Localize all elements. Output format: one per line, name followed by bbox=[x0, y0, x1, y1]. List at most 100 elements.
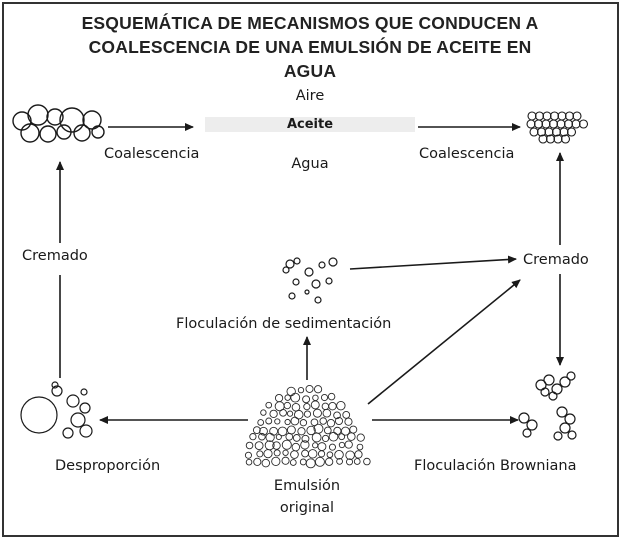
droplet bbox=[249, 433, 257, 441]
droplet bbox=[549, 111, 560, 121]
droplet bbox=[300, 440, 310, 450]
droplet bbox=[254, 441, 264, 451]
droplet bbox=[542, 111, 552, 121]
droplet bbox=[327, 392, 336, 401]
droplet bbox=[559, 376, 571, 388]
droplet bbox=[79, 424, 93, 438]
droplet bbox=[566, 371, 576, 381]
droplet bbox=[271, 456, 281, 466]
droplet bbox=[277, 426, 288, 437]
brownian-floc-droplets bbox=[518, 371, 577, 441]
droplet bbox=[286, 425, 296, 435]
oil-layer-band bbox=[205, 117, 415, 132]
droplet bbox=[563, 119, 574, 129]
droplet bbox=[324, 457, 334, 466]
droplet bbox=[70, 412, 86, 428]
droplet bbox=[303, 403, 311, 411]
droplet bbox=[527, 111, 537, 121]
coalesced-droplets-right bbox=[526, 111, 589, 144]
droplet bbox=[320, 393, 329, 402]
air-layer-label: Aire bbox=[295, 88, 325, 104]
disproportionation-label: Desproporción bbox=[55, 458, 161, 474]
droplet bbox=[265, 432, 275, 443]
droplet bbox=[354, 450, 363, 459]
sedimentation-droplets bbox=[282, 257, 338, 304]
droplet bbox=[73, 124, 91, 142]
droplet bbox=[80, 388, 88, 396]
droplet bbox=[282, 449, 289, 456]
droplet bbox=[269, 409, 278, 419]
droplet bbox=[312, 394, 319, 402]
original-emulsion-label-line-1: Emulsión bbox=[273, 478, 341, 494]
droplet bbox=[313, 385, 323, 394]
sedimentation-flocculation-label: Floculación de sedimentación bbox=[176, 316, 392, 332]
droplet bbox=[56, 124, 72, 140]
droplet bbox=[283, 401, 292, 410]
droplet bbox=[244, 451, 252, 459]
droplet bbox=[543, 374, 555, 386]
droplet bbox=[291, 442, 301, 452]
droplet bbox=[51, 381, 59, 389]
droplet bbox=[299, 458, 307, 466]
droplet bbox=[290, 392, 301, 403]
droplet bbox=[311, 279, 321, 289]
droplet bbox=[356, 433, 365, 442]
droplet bbox=[274, 401, 285, 412]
droplet bbox=[299, 419, 308, 427]
droplet bbox=[540, 387, 550, 397]
arrow-emulsion-to-creaming bbox=[367, 279, 521, 405]
diagram-title-line-3: AGUA bbox=[283, 61, 337, 81]
droplet bbox=[39, 125, 57, 143]
droplet bbox=[245, 458, 253, 466]
creaming-left-label: Cremado bbox=[22, 248, 88, 264]
diagram-title-line-1: ESQUEMÁTICA DE MECANISMOS QUE CONDUCEN A bbox=[81, 13, 539, 33]
droplet bbox=[310, 400, 320, 410]
droplet bbox=[312, 408, 322, 418]
droplet bbox=[338, 441, 346, 449]
droplet bbox=[333, 426, 342, 435]
droplet bbox=[328, 431, 339, 442]
droplet bbox=[265, 401, 273, 409]
droplet bbox=[82, 110, 102, 130]
droplet bbox=[297, 427, 306, 436]
droplet bbox=[340, 426, 350, 436]
droplet bbox=[342, 411, 351, 419]
droplet bbox=[567, 430, 577, 440]
droplet bbox=[548, 391, 558, 401]
droplet bbox=[317, 450, 326, 458]
droplet bbox=[302, 395, 311, 404]
droplet bbox=[281, 456, 290, 465]
droplet bbox=[259, 426, 268, 436]
droplet bbox=[263, 449, 273, 459]
disproportion-droplets bbox=[20, 381, 93, 439]
droplet bbox=[307, 449, 318, 459]
droplet bbox=[344, 417, 353, 426]
droplet bbox=[346, 458, 354, 466]
droplet bbox=[291, 402, 301, 412]
coalescence-left-label: Coalescencia bbox=[104, 146, 200, 162]
droplet bbox=[559, 422, 571, 434]
droplet bbox=[356, 443, 364, 451]
droplet bbox=[274, 418, 281, 425]
droplet bbox=[526, 419, 538, 431]
droplet bbox=[317, 442, 327, 452]
droplet bbox=[363, 457, 371, 466]
droplet bbox=[253, 457, 262, 466]
droplet bbox=[292, 434, 301, 442]
droplet bbox=[51, 385, 63, 397]
droplet bbox=[321, 402, 330, 411]
droplet bbox=[564, 413, 576, 425]
droplet bbox=[328, 401, 337, 411]
droplet bbox=[526, 119, 536, 129]
droplet bbox=[560, 134, 571, 144]
droplet bbox=[66, 394, 80, 408]
droplet bbox=[323, 426, 332, 435]
droplet bbox=[288, 292, 296, 300]
droplet bbox=[336, 457, 343, 465]
droplet bbox=[301, 449, 309, 458]
droplet bbox=[333, 411, 341, 420]
droplet bbox=[349, 425, 358, 434]
